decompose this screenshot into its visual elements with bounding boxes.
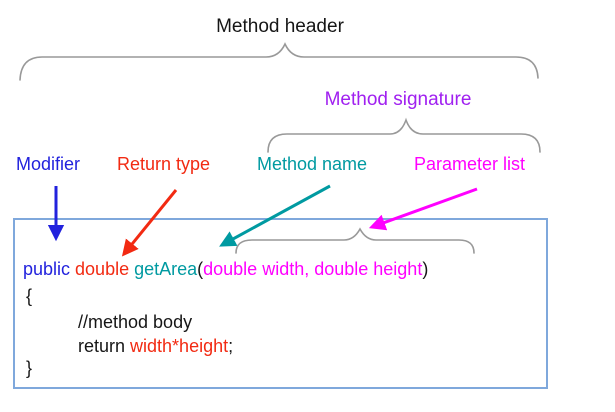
- modifier-label: Modifier: [16, 154, 81, 174]
- code-close-brace: }: [26, 358, 33, 378]
- code-line-signature: public double getArea(double width, doub…: [23, 259, 428, 279]
- method-header-brace-icon: [19, 42, 539, 81]
- code-method-name: getArea: [134, 259, 198, 279]
- method-signature-label: Method signature: [324, 89, 472, 110]
- code-return-type: double: [75, 259, 135, 279]
- code-comment: //method body: [78, 312, 193, 332]
- code-open-paren: (: [197, 259, 204, 279]
- parameter-list-label: Parameter list: [414, 154, 526, 174]
- code-open-brace: {: [26, 286, 33, 306]
- method-name-label: Method name: [257, 154, 368, 174]
- code-close-paren: ): [422, 259, 429, 279]
- code-parameters: double width, double height: [203, 259, 423, 279]
- return-type-label: Return type: [117, 154, 211, 174]
- method-header-label: Method header: [216, 16, 344, 37]
- code-return-expression: width*height: [130, 336, 229, 356]
- code-return-keyword: return: [78, 336, 131, 356]
- code-semicolon: ;: [228, 336, 234, 356]
- code-modifier: public: [23, 259, 76, 279]
- code-box: [13, 218, 548, 389]
- method-signature-brace-icon: [267, 117, 541, 153]
- code-return-statement: return width*height;: [78, 336, 233, 356]
